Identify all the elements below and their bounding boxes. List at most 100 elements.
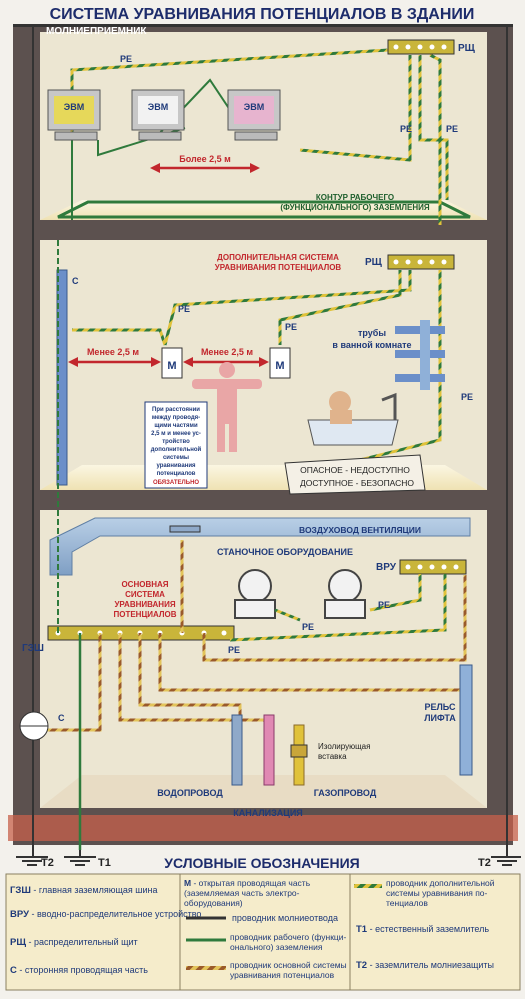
less-label-left: Менее 2,5 м: [87, 347, 139, 357]
legend-m-text: М - открытая проводящая часть (заземляем…: [184, 878, 348, 908]
legend-key: РЩ: [10, 937, 26, 948]
pe-label-middle-3: PE: [461, 392, 473, 402]
legend-desc: - открытая проводящая часть (заземляемая…: [184, 878, 311, 908]
exposed-part-m-left: [161, 347, 183, 379]
sewer-label: КАНАЛИЗАЦИЯ: [233, 808, 303, 818]
rail-label-2: ЛИФТА: [424, 713, 456, 723]
c-label-bottom: С: [58, 713, 65, 723]
note-line: щими частями: [154, 423, 198, 429]
arrowhead-mr-right: [259, 357, 269, 367]
additional-system-label-1: ДОПОЛНИТЕЛЬНАЯ СИСТЕМА: [217, 253, 339, 262]
main-line-water: [138, 633, 242, 720]
legend-item-c: С - сторонняя проводящая часть: [10, 965, 148, 976]
computer-3-label: ЭВМ: [244, 102, 264, 112]
main-line-c: [45, 633, 102, 732]
computer-1-label: ЭВМ: [64, 102, 84, 112]
pe-line-bottom-2: [229, 574, 447, 642]
pe-label-top-3: PE: [446, 124, 458, 134]
legend-text: Т1 - естественный заземлитель: [356, 924, 489, 935]
m-label-left: М: [167, 360, 176, 372]
safety-sign: [284, 454, 426, 495]
contour-label-1: КОНТУР РАБОЧЕГО: [316, 193, 394, 202]
pe-label-middle-1: PE: [178, 304, 190, 314]
note-line: системы: [163, 455, 189, 461]
legend-text: ВРУ - вводно-распределительное устройств…: [10, 909, 201, 920]
pe-label-top-1: PE: [120, 54, 132, 64]
water-pipe: [231, 714, 243, 786]
arrowhead-left-top: [150, 163, 160, 173]
slab-2: [13, 490, 513, 510]
legend-text: ГЗШ - главная заземляющая шина: [10, 885, 158, 896]
distance-label-top: Более 2,5 м: [179, 154, 231, 164]
ground-symbol-t2-left: [16, 850, 48, 866]
pipes-label-2: в ванной комнате: [332, 340, 411, 350]
legend-item-main-conductor: проводник основной системы уравнивания п…: [186, 960, 347, 980]
legend-key: М: [184, 878, 192, 888]
note-line: уравнивания: [156, 463, 196, 469]
water-label: ВОДОПРОВОД: [157, 788, 223, 798]
insulating-insert: [290, 744, 308, 758]
gzsh-label: ГЗШ: [22, 643, 44, 654]
main-line-vru: [202, 575, 467, 662]
legend-text: РЩ - распределительный щит: [10, 937, 138, 948]
less-label-right: Менее 2,5 м: [201, 347, 253, 357]
note-box: [144, 401, 208, 489]
computer-1: [47, 89, 101, 141]
sign-line-1: ОПАСНОЕ - НЕДОСТУПНО: [300, 465, 410, 475]
note-line: потенциалов: [157, 471, 196, 477]
arrowhead-ml-right: [151, 357, 161, 367]
main-system-label-3: УРАВНИВАНИЯ: [114, 600, 175, 609]
m-label-right: М: [275, 360, 284, 372]
rsh-label-top: РЩ: [458, 43, 476, 54]
computer-2-label: ЭВМ: [148, 102, 168, 112]
main-line-rail: [158, 633, 460, 692]
legend-func-wrap: проводник рабочего (функци-онального) за…: [230, 932, 346, 952]
legend-key: С: [10, 965, 17, 976]
note-line: дополнительной: [151, 446, 202, 453]
t2-right-label: Т2: [478, 857, 491, 869]
main-system-label-4: ПОТЕНЦИАЛОВ: [113, 610, 176, 619]
computer-2: [131, 89, 185, 141]
additional-system-label-2: УРАВНИВАНИЯ ПОТЕНЦИАЛОВ: [215, 263, 342, 272]
pe-line-middle-3: [72, 328, 167, 346]
note-line: между проводя-: [152, 415, 200, 421]
t1-label: Т1: [98, 857, 111, 869]
legend-desc: - заземлитель молниезащиты: [367, 960, 494, 970]
insulating-label-2: вставка: [318, 752, 347, 761]
note-text: При расстоянии между проводя- щими частя…: [151, 407, 202, 486]
gas-label: ГАЗОПРОВОД: [314, 788, 377, 798]
top-floor-surface: [40, 200, 487, 220]
vru-terminals: [405, 564, 459, 570]
legend-key: Т2: [356, 960, 367, 971]
legend-key: ВРУ: [10, 909, 29, 920]
legend-desc: - главная заземляющая шина: [31, 885, 158, 895]
legend-item-m: М - открытая проводящая часть (заземляем…: [184, 878, 348, 908]
legend-item-vru: ВРУ - вводно-распределительное устройств…: [10, 909, 201, 920]
computer-3: [227, 89, 281, 141]
elevator-rail: [459, 664, 473, 776]
ground-symbol-t1: [64, 850, 96, 866]
machines-label: СТАНОЧНОЕ ОБОРУДОВАНИЕ: [217, 547, 353, 557]
legend-desc: проводник дополнительной системы уравнив…: [386, 878, 495, 908]
legend-key: Т1: [356, 924, 368, 935]
rsh-middle-terminals: [393, 259, 447, 265]
arrowhead-right-top: [250, 163, 260, 173]
pe-line-top-2: [299, 55, 412, 162]
legend-add-wrap: проводник дополнительной системы уравнив…: [386, 878, 495, 908]
pe-line-bottom-1: [369, 574, 422, 612]
pe-label-middle-2: PE: [285, 322, 297, 332]
ground-symbol-t2-right: [491, 850, 521, 866]
legend-title: УСЛОВНЫЕ ОБОЗНАЧЕНИЯ: [164, 855, 360, 871]
legend-item-functional-conductor: проводник рабочего (функци-онального) за…: [186, 932, 346, 952]
legend-item-gzsh: ГЗШ - главная заземляющая шина: [10, 885, 158, 896]
legend-item-t2: Т2 - заземлитель молниезащиты: [356, 960, 494, 971]
sewer-pipe: [263, 714, 275, 786]
bathtub: [307, 391, 399, 446]
main-system-label-2: СИСТЕМА: [125, 590, 165, 599]
legend-desc: - естественный заземлитель: [367, 924, 489, 934]
pe-label-bottom-3: PE: [228, 645, 240, 655]
page-title: СИСТЕМА УРАВНИВАНИЯ ПОТЕНЦИАЛОВ В ЗДАНИИ: [50, 6, 475, 23]
contour-label-2: (ФУНКЦИОНАЛЬНОГО) ЗАЗЕМЛЕНИЯ: [280, 203, 429, 212]
legend-text: Т2 - заземлитель молниезащиты: [356, 960, 494, 971]
